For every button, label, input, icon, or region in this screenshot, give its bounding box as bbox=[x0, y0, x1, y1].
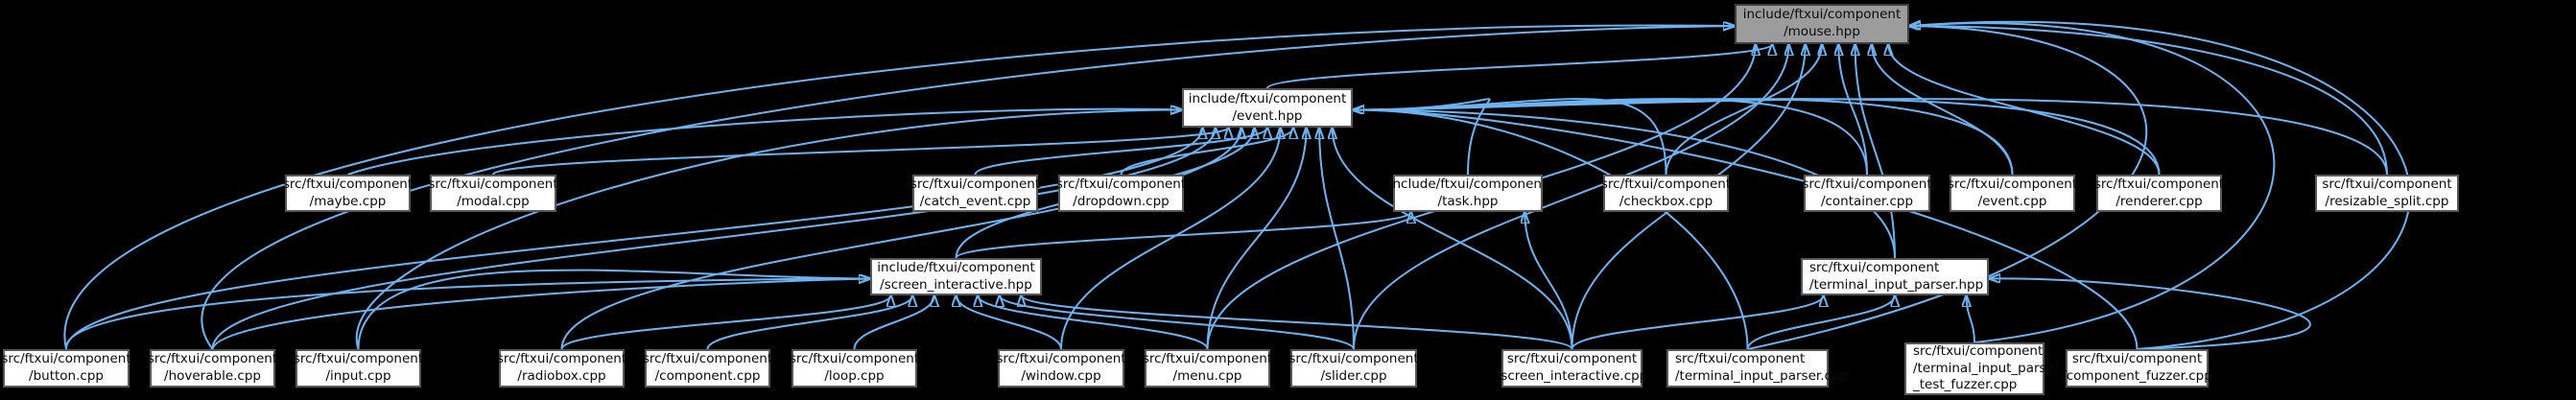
graph-node-maybe[interactable]: src/ftxui/component /maybe.cpp bbox=[283, 175, 413, 212]
include-edge-button-to-screen_interactive_hpp bbox=[64, 278, 870, 350]
graph-node-menu[interactable]: src/ftxui/component /menu.cpp bbox=[1143, 349, 1272, 388]
include-edge-resizable_split-to-event bbox=[1353, 98, 2388, 176]
include-edge-window-to-screen_interactive_hpp bbox=[957, 295, 1062, 350]
graph-node-component_fuzzer[interactable]: src/ftxui/component /component_fuzzer.cp… bbox=[2062, 349, 2212, 388]
include-edge-screen_interactive_cpp-to-event bbox=[1333, 128, 1573, 350]
include-edge-button-to-event bbox=[65, 128, 1202, 350]
graph-node-renderer[interactable]: src/ftxui/component /renderer.cpp bbox=[2094, 175, 2224, 212]
graph-node-mouse[interactable]: include/ftxui/component /mouse.hpp bbox=[1735, 4, 1909, 44]
include-edge-radiobox-to-screen_interactive_hpp bbox=[560, 295, 891, 350]
graph-node-input[interactable]: src/ftxui/component /input.cpp bbox=[294, 349, 423, 388]
graph-node-dropdown[interactable]: src/ftxui/component /dropdown.cpp bbox=[1056, 175, 1186, 212]
graph-node-container[interactable]: src/ftxui/component /container.cpp bbox=[1802, 175, 1932, 212]
include-edge-terminal_input_parser_cpp-to-terminal_input_parser_hpp bbox=[1746, 295, 1896, 350]
include-edge-terminal_input_parser_cpp-to-event bbox=[1353, 110, 1749, 350]
graph-node-terminal_input_parser_test_fuzzer[interactable]: src/ftxui/component /terminal_input_pars… bbox=[1904, 342, 2059, 395]
include-edge-event-to-mouse bbox=[1266, 44, 1772, 89]
graph-node-catch_event[interactable]: src/ftxui/component /catch_event.cpp bbox=[910, 175, 1040, 212]
include-edge-dropdown-to-event bbox=[1120, 128, 1294, 176]
include-edge-screen_interactive_cpp-to-task bbox=[1524, 212, 1573, 350]
include-edge-screen_interactive_cpp-to-screen_interactive_hpp bbox=[1022, 295, 1573, 350]
graph-node-screen_interactive_cpp[interactable]: src/ftxui/component /screen_interactive.… bbox=[1497, 349, 1647, 388]
graph-node-slider[interactable]: src/ftxui/component /slider.cpp bbox=[1288, 349, 1419, 388]
include-edge-container-to-mouse bbox=[1838, 44, 1868, 176]
include-edge-slider-to-mouse bbox=[1353, 44, 1788, 350]
include-edge-hoverable-to-event bbox=[211, 128, 1216, 350]
graph-node-radiobox[interactable]: src/ftxui/component /radiobox.cpp bbox=[497, 349, 626, 388]
graph-node-terminal_input_parser_hpp[interactable]: src/ftxui/component /terminal_input_pars… bbox=[1801, 258, 1989, 295]
graph-node-button[interactable]: src/ftxui/component /button.cpp bbox=[1, 349, 131, 388]
include-edge-checkbox-to-mouse bbox=[1665, 44, 1823, 176]
graph-node-terminal_input_parser_cpp[interactable]: src/ftxui/component /terminal_input_pars… bbox=[1666, 349, 1848, 388]
include-edge-component_fuzzer-to-mouse bbox=[1909, 22, 2411, 350]
include-edge-input-to-screen_interactive_hpp bbox=[357, 269, 871, 350]
include-edge-input-to-event bbox=[355, 110, 1182, 350]
include-edge-modal-to-event bbox=[492, 128, 1228, 176]
include-edge-hoverable-to-screen_interactive_hpp bbox=[211, 278, 871, 350]
include-edge-component_fuzzer-to-terminal_input_parser_hpp bbox=[1989, 278, 2311, 350]
include-edge-loop-to-screen_interactive_hpp bbox=[853, 295, 934, 350]
include-edge-terminal_input_parser_hpp-to-event bbox=[1353, 110, 1896, 259]
graph-node-loop[interactable]: src/ftxui/component /loop.cpp bbox=[790, 349, 919, 388]
include-edge-menu-to-screen_interactive_hpp bbox=[978, 295, 1209, 350]
graph-node-modal[interactable]: src/ftxui/component /modal.cpp bbox=[428, 175, 558, 212]
include-edge-button-to-mouse bbox=[63, 25, 1735, 350]
include-edge-container-to-event bbox=[1353, 98, 1868, 176]
graph-node-event[interactable]: include/ftxui/component /event.hpp bbox=[1182, 88, 1353, 128]
graph-node-task[interactable]: include/ftxui/component /task.hpp bbox=[1389, 175, 1547, 212]
graph-node-window[interactable]: src/ftxui/component /window.cpp bbox=[996, 349, 1126, 388]
include-edge-maybe-to-event bbox=[347, 109, 1183, 176]
graph-node-event_cpp[interactable]: src/ftxui/component /event.cpp bbox=[1948, 175, 2077, 212]
include-edge-terminal_input_parser_hpp-to-mouse bbox=[1855, 44, 1896, 259]
include-edge-slider-to-event bbox=[1319, 128, 1355, 350]
include-edge-terminal_input_parser_test_fuzzer-to-terminal_input_parser_hpp bbox=[1966, 295, 1975, 343]
include-edge-terminal_input_parser_test_fuzzer-to-mouse bbox=[1909, 23, 2276, 343]
include-edge-resizable_split-to-mouse bbox=[1909, 26, 2388, 176]
graph-node-component[interactable]: src/ftxui/component /component.cpp bbox=[643, 349, 772, 388]
include-edge-event_cpp-to-mouse bbox=[1872, 44, 2014, 176]
include-edge-catch_event-to-event bbox=[974, 128, 1268, 176]
include-edge-menu-to-event bbox=[1206, 128, 1307, 350]
include-edge-hoverable-to-mouse bbox=[201, 26, 1735, 350]
include-edge-screen_interactive_hpp-to-task bbox=[955, 212, 1411, 259]
graph-node-checkbox[interactable]: src/ftxui/component /checkbox.cpp bbox=[1601, 175, 1731, 212]
include-edge-component-to-screen_interactive_hpp bbox=[706, 295, 913, 350]
graph-node-hoverable[interactable]: src/ftxui/component /hoverable.cpp bbox=[148, 349, 277, 388]
include-edge-renderer-to-event bbox=[1353, 98, 2161, 176]
include-edge-screen_interactive_cpp-to-terminal_input_parser_hpp bbox=[1571, 295, 1824, 350]
graph-node-resizable_split[interactable]: src/ftxui/component /resizable_split.cpp bbox=[2315, 175, 2459, 212]
graph-node-screen_interactive_hpp[interactable]: include/ftxui/component /screen_interact… bbox=[870, 258, 1042, 295]
